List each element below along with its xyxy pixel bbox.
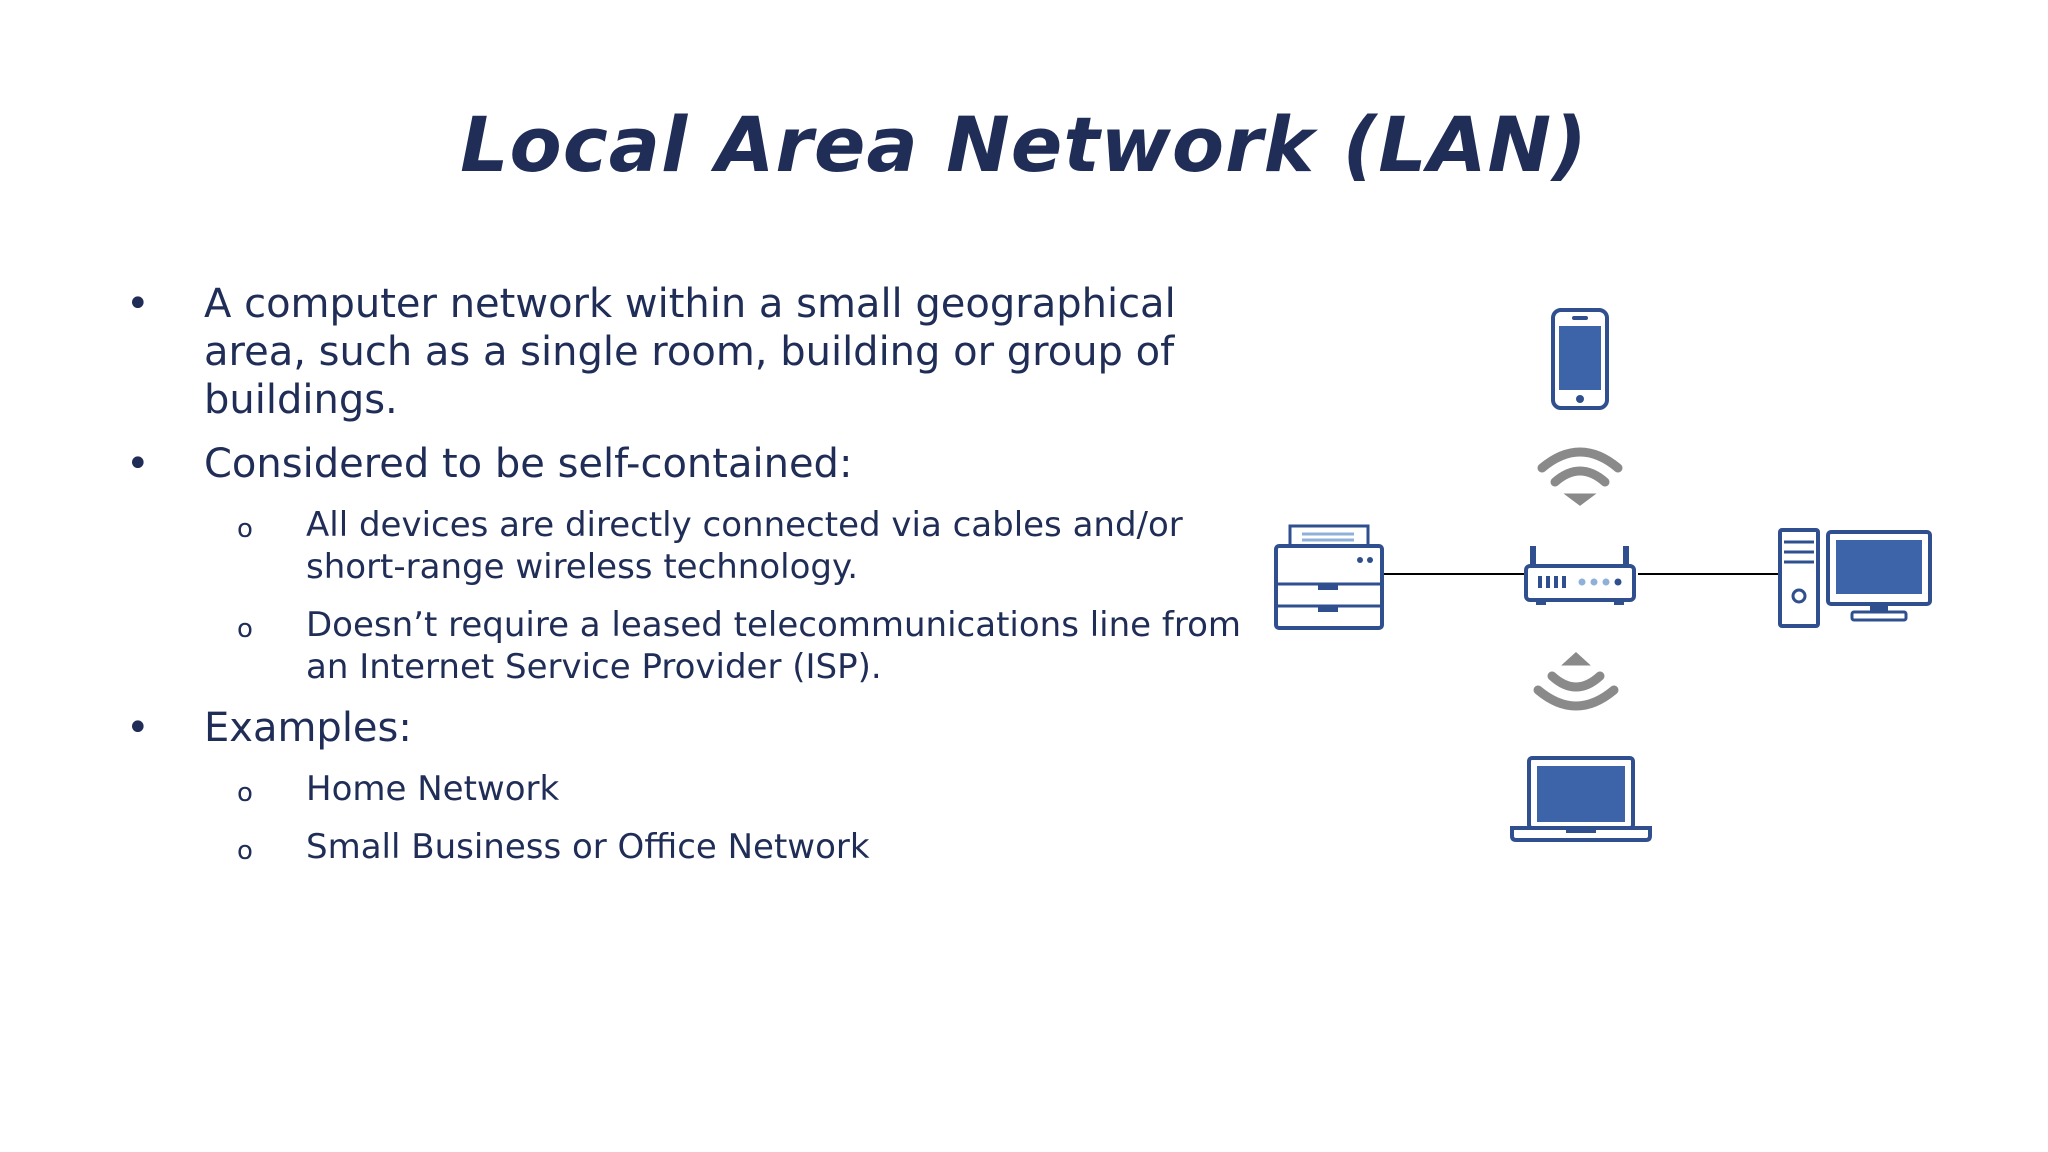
sub-bullet-text: Doesn’t require a leased telecommunicati… xyxy=(306,605,1242,687)
bullet-list: • A computer network within a small geog… xyxy=(120,280,1241,884)
wifi-icon xyxy=(1533,651,1619,711)
bullet-item: • Examples: xyxy=(120,704,1220,752)
sub-bullet-item: o All devices are directly connected via… xyxy=(120,504,1286,588)
sub-bullet-marker: o xyxy=(237,836,253,866)
sub-bullet-marker: o xyxy=(237,778,253,808)
desktop-computer-icon xyxy=(1778,528,1932,628)
bullet-marker: • xyxy=(126,441,150,487)
smartphone-icon xyxy=(1551,308,1609,410)
sub-bullet-marker: o xyxy=(237,614,253,644)
wifi-icon xyxy=(1537,447,1623,506)
bullet-item: • A computer network within a small geog… xyxy=(120,280,1204,424)
sub-bullet-item: o Doesn’t require a leased telecommunica… xyxy=(120,604,1286,688)
sub-bullet-text: Home Network xyxy=(306,769,560,809)
slide-title: Local Area Network (LAN) xyxy=(460,100,1588,189)
sub-bullet-item: o Small Business or Office Network xyxy=(120,826,1220,868)
bullet-marker: • xyxy=(126,281,150,327)
bullet-marker: • xyxy=(126,705,150,751)
sub-bullet-marker: o xyxy=(237,514,253,544)
bullet-text: Considered to be self-contained: xyxy=(204,441,853,487)
bullet-text: A computer network within a small geogra… xyxy=(204,281,1176,423)
printer-icon xyxy=(1274,524,1384,630)
bullet-item: • Considered to be self-contained: xyxy=(120,440,1220,488)
laptop-icon xyxy=(1510,756,1652,842)
sub-bullet-text: All devices are directly connected via c… xyxy=(306,505,1183,587)
router-icon xyxy=(1524,546,1636,605)
sub-bullet-text: Small Business or Office Network xyxy=(306,827,870,867)
lan-diagram xyxy=(1274,308,1932,842)
bullet-text: Examples: xyxy=(204,705,412,751)
sub-bullet-item: o Home Network xyxy=(120,768,1220,810)
